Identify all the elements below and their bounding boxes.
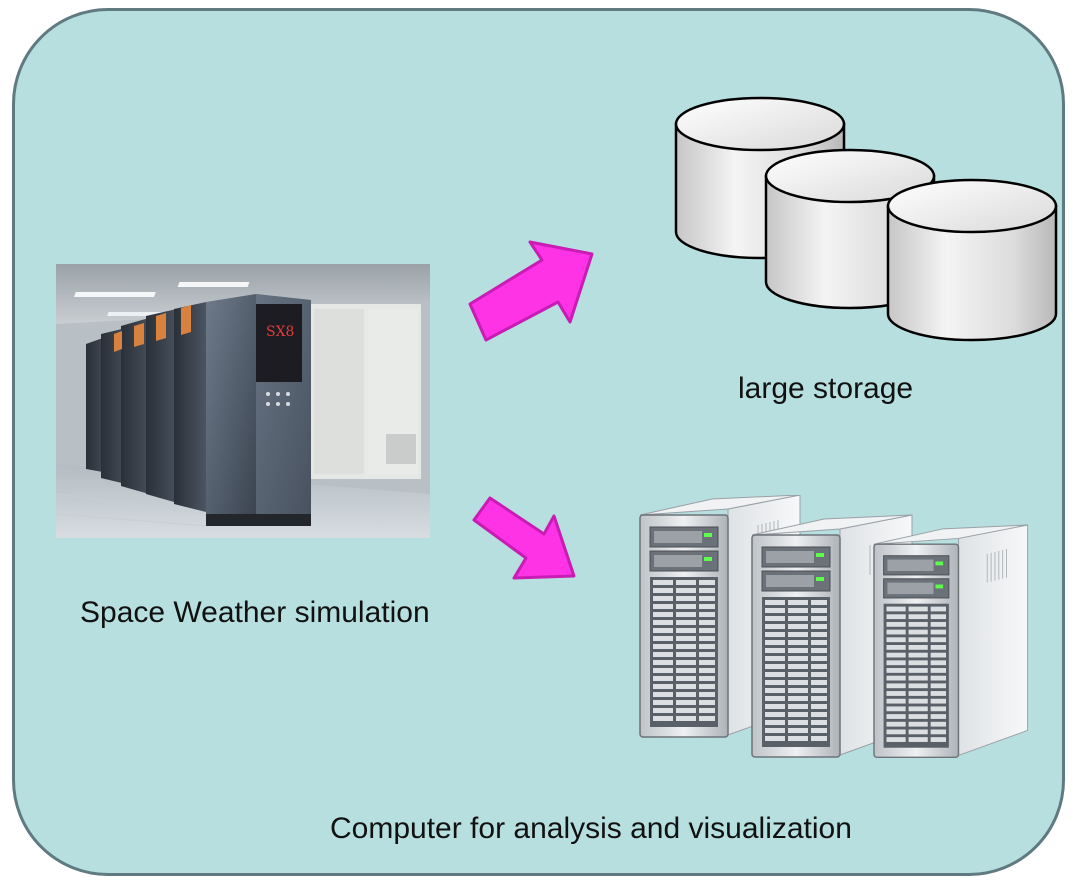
server-icon-group — [630, 495, 1060, 760]
server-tower-icon — [873, 524, 1029, 759]
supercomputer-photo: SX8 — [56, 264, 430, 538]
database-cylinder-icon — [886, 178, 1058, 342]
storage-icon-group — [660, 82, 1060, 344]
simulation-label: Space Weather simulation — [80, 596, 430, 629]
analysis-label: Computer for analysis and visualization — [330, 812, 852, 845]
photo-brand-text: SX8 — [266, 324, 294, 340]
arrow-icon-to-analysis — [472, 496, 576, 580]
arrow-icon-to-storage — [468, 240, 594, 342]
storage-label: large storage — [738, 372, 914, 405]
